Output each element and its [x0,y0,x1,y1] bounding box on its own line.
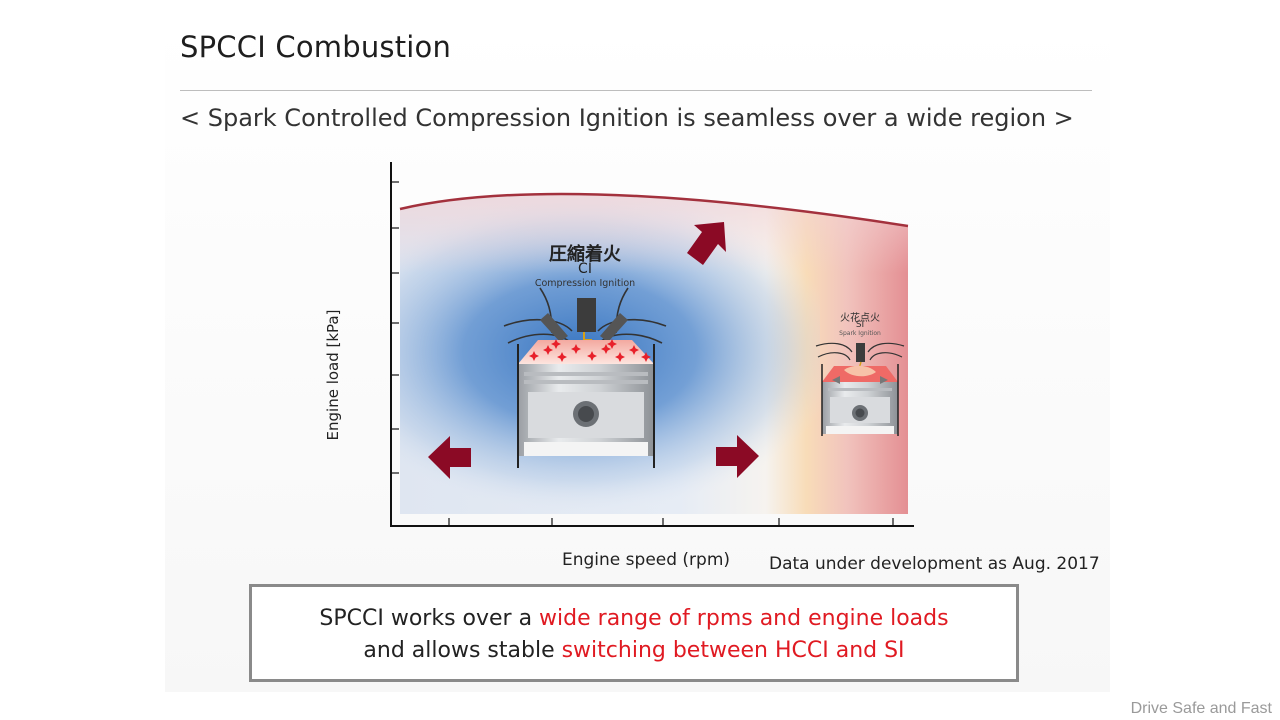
spark-icon [629,345,639,355]
si-label-japanese: 火花点火 [840,313,880,324]
ci-piston-icon [503,287,667,468]
max-load-boundary [399,192,909,228]
spark-icon [607,339,617,349]
arrow-up-right-icon [687,222,726,265]
spark-icon [601,344,611,354]
data-footnote: Data under development as Aug. 2017 [769,554,1100,574]
y-axis-label: Engine load [kPa] [324,309,342,441]
arrow-left-icon [428,436,471,479]
ci-label-abbreviation: CI [578,261,592,277]
spark-icon [615,352,625,362]
callout-line-1: SPCCI works over a wide range of rpms an… [252,603,1016,635]
direction-arrows [428,222,759,479]
watermark: Drive Safe and Fast [1130,700,1272,717]
ci-label-full: Compression Ignition [534,278,636,289]
combustion-region-diagram [390,162,914,527]
spark-icon [571,344,581,354]
y-axis-ticks [391,181,399,474]
callout-line-2-text: and allows stable [363,638,562,663]
slide-title: SPCCI Combustion [180,30,452,64]
spark-icon [543,345,553,355]
x-axis-ticks [448,518,894,526]
arrow-right-icon [716,435,759,478]
x-axis-label: Engine speed (rpm) [562,550,731,570]
si-label-abbreviation: SI [855,320,865,330]
si-label-full: Spark Ignition [839,330,881,337]
slide-subtitle: < Spark Controlled Compression Ignition … [180,104,1074,132]
summary-callout-box: SPCCI works over a wide range of rpms an… [249,584,1019,682]
callout-line-2: and allows stable switching between HCCI… [252,635,1016,667]
title-divider [180,90,1092,91]
ignition-sparks [529,339,651,362]
callout-line-1-text: SPCCI works over a [319,606,540,631]
callout-line-2-highlight: switching between HCCI and SI [561,638,905,663]
axes [390,162,914,527]
spark-icon [641,352,651,362]
spark-icon [557,352,567,362]
callout-line-1-highlight: wide range of rpms and engine loads [539,606,949,631]
ci-label-japanese: 圧縮着火 [549,244,621,265]
si-piston-icon [815,342,905,436]
spark-icon [587,351,597,361]
spark-icon [529,351,539,361]
spark-icon [551,339,561,349]
